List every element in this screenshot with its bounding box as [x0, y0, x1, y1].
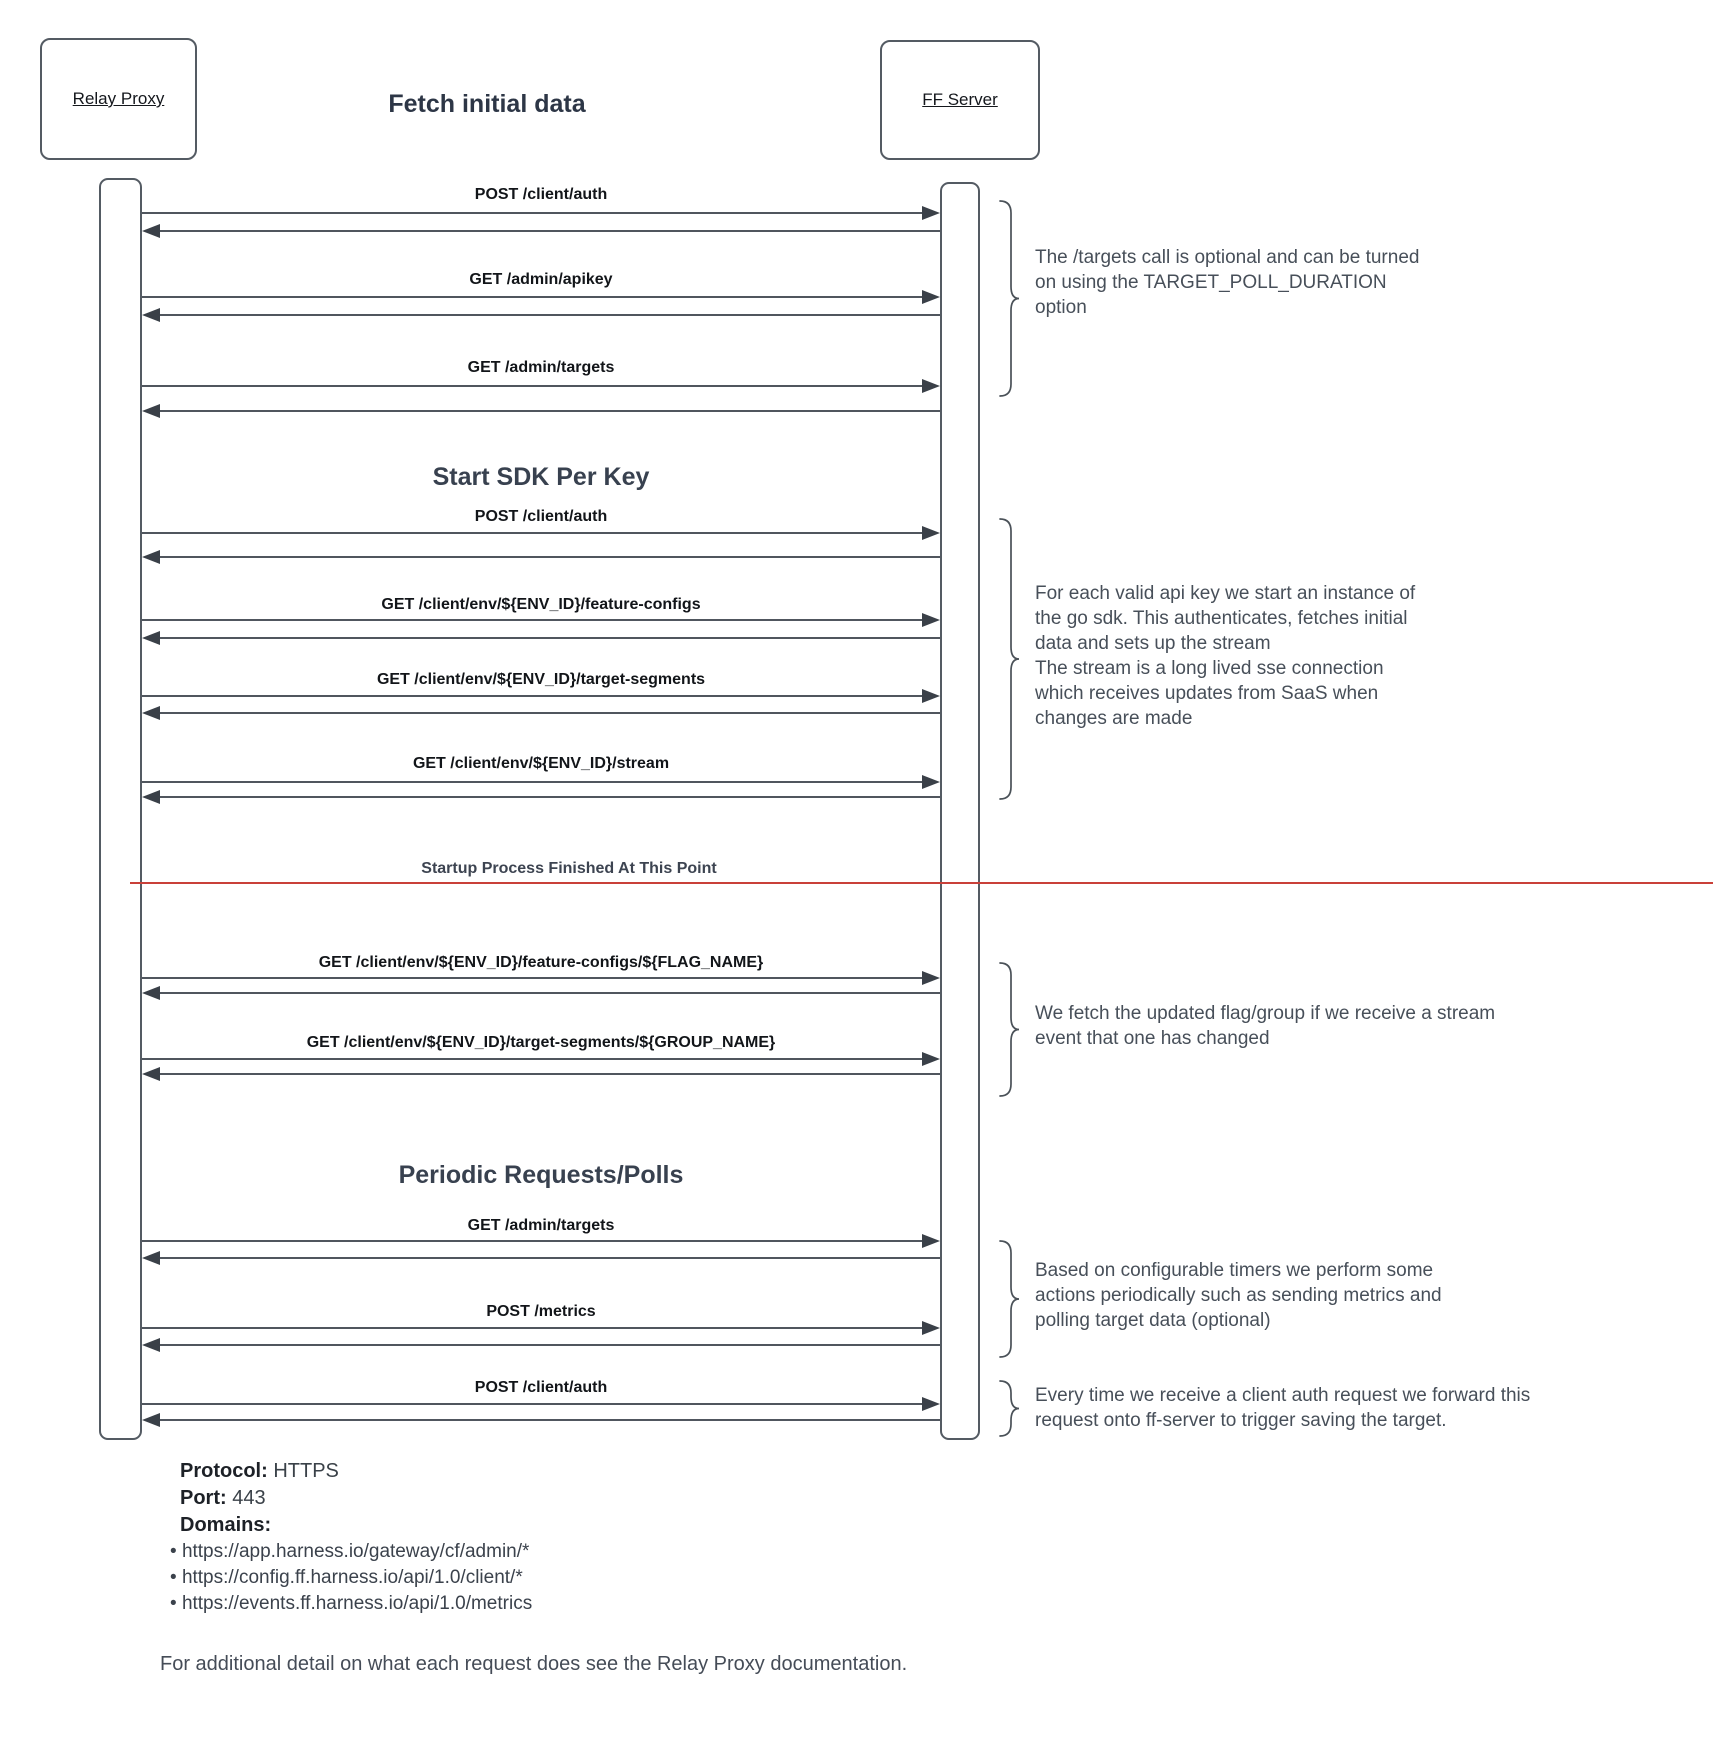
actor-relay-proxy-label: Relay Proxy	[72, 89, 165, 108]
message-label: GET /admin/apikey	[469, 271, 613, 288]
response-arrowhead-icon	[142, 790, 160, 804]
diagram-title: Fetch initial data	[388, 90, 586, 118]
port-line: Port: 443	[180, 1485, 266, 1511]
message-label: POST /client/auth	[474, 508, 608, 525]
response-arrowhead-icon	[142, 1413, 160, 1427]
annotation-text: The /targets call is optional and can be…	[1035, 247, 1420, 318]
message-label: POST /client/auth	[474, 1379, 608, 1396]
response-arrow-line	[159, 1419, 940, 1421]
request-arrow-line	[142, 1403, 924, 1405]
response-arrow-line	[159, 1344, 940, 1346]
message-label: GET /client/env/${ENV_ID}/feature-config…	[381, 596, 701, 613]
annotation-brace	[999, 1380, 1020, 1437]
protocol-label: Protocol:	[180, 1460, 268, 1482]
section-heading: Start SDK Per Key	[432, 463, 650, 491]
annotation-text: Based on configurable timers we perform …	[1035, 1260, 1442, 1331]
domain-item: https://config.ff.harness.io/api/1.0/cli…	[170, 1565, 523, 1591]
message-label: GET /admin/targets	[467, 359, 615, 376]
section-heading: Periodic Requests/Polls	[398, 1161, 684, 1189]
request-arrowhead-icon	[922, 689, 940, 703]
request-arrowhead-icon	[922, 206, 940, 220]
request-arrow-line	[142, 385, 924, 387]
separator-red-line	[130, 882, 1713, 884]
lifeline-relay-proxy	[99, 178, 142, 1440]
message-label: POST /metrics	[486, 1303, 596, 1320]
request-arrow-line	[142, 977, 924, 979]
request-arrowhead-icon	[922, 775, 940, 789]
request-arrow-line	[142, 1058, 924, 1060]
annotation-brace	[999, 1240, 1020, 1358]
domain-item: https://app.harness.io/gateway/cf/admin/…	[170, 1539, 529, 1565]
message-label: GET /client/env/${ENV_ID}/target-segment…	[306, 1034, 776, 1051]
response-arrow-line	[159, 314, 940, 316]
actor-ff-server: FF Server	[880, 40, 1040, 160]
request-arrow-line	[142, 619, 924, 621]
response-arrowhead-icon	[142, 308, 160, 322]
request-arrowhead-icon	[922, 1397, 940, 1411]
request-arrow-line	[142, 1240, 924, 1242]
annotation-text: Every time we receive a client auth requ…	[1035, 1385, 1531, 1431]
annotation-text: For each valid api key we start an insta…	[1035, 583, 1416, 729]
domains-label: Domains:	[180, 1514, 272, 1536]
response-arrow-line	[159, 992, 940, 994]
request-arrow-line	[142, 532, 924, 534]
request-arrowhead-icon	[922, 526, 940, 540]
port-label: Port:	[180, 1487, 227, 1509]
request-arrow-line	[142, 781, 924, 783]
message-label: POST /client/auth	[474, 186, 608, 203]
request-arrow-line	[142, 1327, 924, 1329]
request-arrowhead-icon	[922, 1321, 940, 1335]
annotation-text: We fetch the updated flag/group if we re…	[1035, 1003, 1496, 1049]
message-label: GET /client/env/${ENV_ID}/stream	[412, 755, 670, 772]
separator-label: Startup Process Finished At This Point	[421, 860, 717, 877]
request-arrowhead-icon	[922, 613, 940, 627]
message-label: GET /admin/targets	[467, 1217, 615, 1234]
annotation-brace	[999, 962, 1020, 1097]
domain-item: https://events.ff.harness.io/api/1.0/met…	[170, 1591, 532, 1617]
response-arrow-line	[159, 410, 940, 412]
request-arrowhead-icon	[922, 971, 940, 985]
response-arrowhead-icon	[142, 986, 160, 1000]
response-arrowhead-icon	[142, 224, 160, 238]
request-arrowhead-icon	[922, 290, 940, 304]
response-arrowhead-icon	[142, 1251, 160, 1265]
response-arrowhead-icon	[142, 1067, 160, 1081]
port-value: 443	[232, 1487, 266, 1509]
annotation-brace	[999, 200, 1020, 397]
response-arrowhead-icon	[142, 550, 160, 564]
request-arrow-line	[142, 212, 924, 214]
annotation-brace	[999, 518, 1020, 800]
response-arrow-line	[159, 230, 940, 232]
request-arrowhead-icon	[922, 379, 940, 393]
response-arrowhead-icon	[142, 404, 160, 418]
message-label: GET /client/env/${ENV_ID}/target-segment…	[376, 671, 706, 688]
protocol-value: HTTPS	[273, 1460, 339, 1482]
actor-ff-server-label: FF Server	[922, 90, 998, 109]
response-arrow-line	[159, 1073, 940, 1075]
actor-relay-proxy: Relay Proxy	[40, 38, 197, 160]
response-arrow-line	[159, 796, 940, 798]
response-arrowhead-icon	[142, 1338, 160, 1352]
request-arrow-line	[142, 695, 924, 697]
response-arrowhead-icon	[142, 706, 160, 720]
request-arrow-line	[142, 296, 924, 298]
response-arrow-line	[159, 637, 940, 639]
footer-note: For additional detail on what each reque…	[160, 1653, 908, 1675]
response-arrow-line	[159, 712, 940, 714]
domains-line: Domains:	[180, 1512, 271, 1538]
response-arrowhead-icon	[142, 631, 160, 645]
request-arrowhead-icon	[922, 1234, 940, 1248]
protocol-line: Protocol: HTTPS	[180, 1458, 339, 1484]
response-arrow-line	[159, 1257, 940, 1259]
response-arrow-line	[159, 556, 940, 558]
message-label: GET /client/env/${ENV_ID}/feature-config…	[318, 954, 764, 971]
request-arrowhead-icon	[922, 1052, 940, 1066]
lifeline-ff-server	[940, 182, 980, 1440]
